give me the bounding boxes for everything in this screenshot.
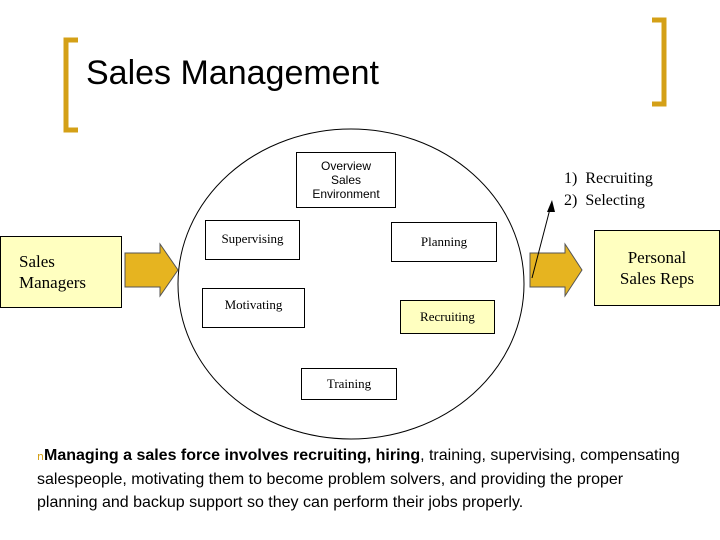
steps-pointer-line <box>531 204 552 279</box>
planning-box: Planning <box>391 222 497 262</box>
left-bracket-decoration <box>63 37 78 133</box>
overview-box: Overview Sales Environment <box>296 152 396 208</box>
motivating-label: Motivating <box>224 297 283 312</box>
note-text: , training, supervising, compensating sa… <box>37 447 680 511</box>
personal-sales-reps-box: Personal Sales Reps <box>594 230 720 306</box>
right-arrow <box>529 242 583 298</box>
steps-list: 1) Recruiting 2) Selecting <box>564 168 653 212</box>
process-circle <box>177 128 525 440</box>
right-bracket-decoration <box>652 17 667 107</box>
bullet-marker: n <box>37 450 44 463</box>
recruiting-label: Recruiting <box>420 309 475 324</box>
motivating-box: Motivating <box>202 288 305 328</box>
supervising-label: Supervising <box>221 231 284 246</box>
steps-pointer-arrowhead <box>547 200 555 212</box>
supervising-box: Supervising <box>205 220 300 260</box>
sales-managers-box: Sales Managers <box>0 236 122 308</box>
step-item: 1) Recruiting <box>564 170 653 187</box>
training-label: Training <box>326 376 372 391</box>
slide-title: Sales Management <box>86 54 379 92</box>
step-item: 2) Selecting <box>564 192 645 209</box>
training-box: Training <box>301 368 397 400</box>
summary-note: nManaging a sales force involves recruit… <box>37 444 687 514</box>
note-bold-text: Managing a sales force involves recruiti… <box>43 447 421 464</box>
recruiting-box: Recruiting <box>400 300 495 334</box>
left-arrow <box>124 242 179 298</box>
planning-label: Planning <box>420 234 468 249</box>
